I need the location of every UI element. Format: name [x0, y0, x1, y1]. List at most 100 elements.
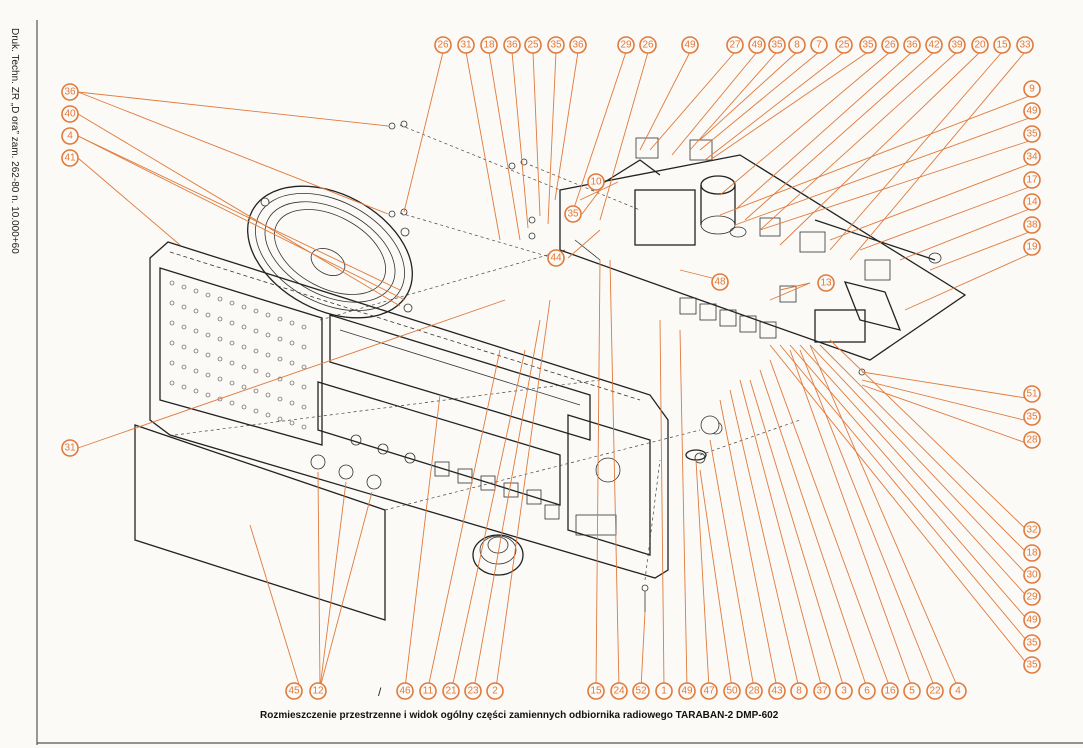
svg-text:43: 43	[771, 686, 783, 697]
callout-badge: 19	[1023, 238, 1041, 256]
callout-badge: 35	[1023, 634, 1041, 652]
svg-text:26: 26	[437, 40, 449, 51]
svg-text:5: 5	[909, 686, 915, 697]
svg-text:2: 2	[492, 686, 498, 697]
callout-badge: 46	[396, 682, 414, 700]
svg-text:50: 50	[726, 686, 738, 697]
callouts-inner: 10 35 44 48 13	[547, 173, 835, 292]
callout-badge: 36	[569, 36, 587, 54]
callout-badge: 26	[881, 36, 899, 54]
svg-text:46: 46	[399, 686, 411, 697]
callout-badge: 38	[1023, 216, 1041, 234]
callout-badge: 47	[700, 682, 718, 700]
callout-badge: 41	[61, 149, 79, 167]
svg-text:35: 35	[771, 40, 783, 51]
figure-caption: Rozmieszczenie przestrzenne i widok ogól…	[260, 710, 779, 721]
fasteners	[388, 120, 866, 612]
svg-text:48: 48	[714, 277, 726, 288]
svg-text:8: 8	[794, 40, 800, 51]
callout-badge: 44	[547, 249, 565, 267]
callout-badge: 18	[1023, 544, 1041, 562]
svg-text:35: 35	[862, 40, 874, 51]
callout-badge: 3	[835, 682, 853, 700]
callout-badge: 43	[768, 682, 786, 700]
svg-text:36: 36	[506, 40, 518, 51]
callout-badge: 17	[1023, 171, 1041, 189]
svg-text:35: 35	[1026, 412, 1038, 423]
svg-text:12: 12	[312, 686, 324, 697]
callout-badge: 2	[486, 682, 504, 700]
svg-text:21: 21	[445, 686, 457, 697]
slash-mark: /	[378, 685, 382, 699]
callout-badge: 49	[681, 36, 699, 54]
svg-text:25: 25	[838, 40, 850, 51]
svg-text:45: 45	[288, 686, 300, 697]
callouts-top: 26 31 18 36 25 35 36 29 26 49 27 49 35 8…	[434, 36, 1034, 54]
svg-text:44: 44	[550, 253, 562, 264]
svg-text:29: 29	[620, 40, 632, 51]
svg-text:36: 36	[572, 40, 584, 51]
svg-text:52: 52	[635, 686, 647, 697]
svg-text:49: 49	[751, 40, 763, 51]
callout-badge: 35	[768, 36, 786, 54]
svg-text:17: 17	[1026, 175, 1038, 186]
svg-text:36: 36	[64, 87, 76, 98]
callout-badge: 49	[748, 36, 766, 54]
svg-text:22: 22	[929, 686, 941, 697]
leader-lines	[77, 51, 1033, 689]
callout-badge: 32	[1023, 521, 1041, 539]
callout-badge: 11	[419, 682, 437, 700]
callout-badge: 31	[61, 439, 79, 457]
svg-text:16: 16	[884, 686, 896, 697]
callout-badge: 10	[587, 173, 605, 191]
callout-badge: 21	[442, 682, 460, 700]
callout-badge: 35	[1023, 125, 1041, 143]
callout-badge: 49	[1023, 611, 1041, 629]
callout-badge: 1	[655, 682, 673, 700]
callout-badge: 15	[993, 36, 1011, 54]
callout-badge: 35	[547, 36, 565, 54]
svg-text:30: 30	[1026, 570, 1038, 581]
svg-text:6: 6	[864, 686, 870, 697]
callout-badge: 5	[903, 682, 921, 700]
svg-text:18: 18	[483, 40, 495, 51]
callout-badge: 36	[61, 83, 79, 101]
svg-text:1: 1	[661, 686, 667, 697]
callout-badge: 15	[587, 682, 605, 700]
svg-text:15: 15	[590, 686, 602, 697]
svg-text:29: 29	[1026, 592, 1038, 603]
svg-text:24: 24	[613, 686, 625, 697]
callouts-left: 36 40 4 41 31	[61, 83, 79, 457]
svg-text:15: 15	[996, 40, 1008, 51]
callout-badge: 49	[678, 682, 696, 700]
print-note: Druk. Techn. ZR „D ora” zam. 262-80 n. 1…	[9, 28, 20, 254]
svg-text:27: 27	[729, 40, 741, 51]
callout-badge: 49	[1023, 102, 1041, 120]
callout-badge: 33	[1016, 36, 1034, 54]
callout-badge: 4	[949, 682, 967, 700]
callouts-bottom: 45 12 46 11 21 23 2 15 24 52 1 49 47 50 …	[285, 682, 967, 700]
callout-badge: 23	[464, 682, 482, 700]
callout-badge: 25	[524, 36, 542, 54]
callout-badge: 51	[1023, 385, 1041, 403]
callout-badge: 8	[788, 36, 806, 54]
callout-badge: 36	[903, 36, 921, 54]
svg-text:8: 8	[796, 686, 802, 697]
callout-badge: 24	[610, 682, 628, 700]
speaker	[247, 185, 413, 319]
svg-text:42: 42	[928, 40, 940, 51]
svg-text:28: 28	[748, 686, 760, 697]
svg-text:31: 31	[64, 443, 76, 454]
callout-badge: 8	[790, 682, 808, 700]
svg-text:51: 51	[1026, 389, 1038, 400]
svg-text:49: 49	[1026, 615, 1038, 626]
callout-badge: 28	[1023, 431, 1041, 449]
callout-badge: 52	[632, 682, 650, 700]
callout-badge: 50	[723, 682, 741, 700]
callout-badge: 42	[925, 36, 943, 54]
callout-badge: 7	[810, 36, 828, 54]
assembly-lines	[174, 124, 801, 581]
svg-text:26: 26	[642, 40, 654, 51]
callout-badge: 37	[813, 682, 831, 700]
svg-text:37: 37	[816, 686, 828, 697]
